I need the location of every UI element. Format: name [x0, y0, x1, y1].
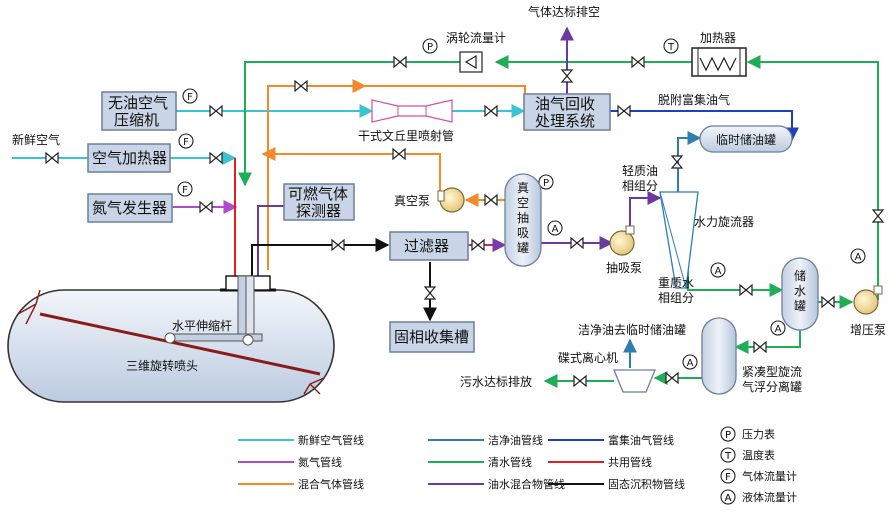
legend-symbol-label: 压力表 [742, 427, 775, 441]
suction-pump-label: 抽吸泵 [606, 261, 642, 275]
venturi-label: 干式文丘里喷射管 [358, 128, 454, 143]
crude-oil-tank [7, 275, 335, 403]
vapor-recovery-label-1: 油气回收 [535, 95, 595, 113]
svg-text:A: A [552, 224, 559, 235]
hydrocyclone-label: 水力旋流器 [694, 215, 754, 229]
gas-detector-label-2: 探测器 [296, 202, 341, 220]
legend-line-label: 混合气体管线 [298, 477, 364, 491]
desorbed-rich-gas-label: 脱附富集油气 [658, 92, 730, 107]
vacuum-pump-icon [437, 187, 465, 213]
turbine-meter-label: 涡轮流量计 [446, 31, 506, 45]
svg-text:A: A [687, 358, 694, 369]
heater-label: 加热器 [700, 31, 736, 45]
water-tank-label: 储水罐 [794, 268, 806, 313]
svg-text:P: P [427, 42, 433, 53]
legend-line-label: 共用管线 [608, 455, 652, 469]
filter-label: 过滤器 [404, 237, 449, 255]
nitrogen-generator-label: 氮气发生器 [92, 199, 167, 217]
svg-text:储: 储 [794, 268, 806, 283]
legend-line-label: 洁净油管线 [488, 433, 543, 447]
nitrogen-generator-box [87, 193, 173, 223]
legend-symbol-icon [720, 447, 736, 463]
svg-text:P: P [543, 178, 549, 189]
venturi-icon [371, 99, 453, 123]
legend-line-label: 固态沉积物管线 [608, 477, 685, 491]
legend-symbol-icon [720, 426, 736, 442]
compressor-box [101, 91, 177, 131]
legend-symbol-letter: T [724, 451, 732, 462]
legend-line-label: 清水管线 [488, 455, 532, 469]
svg-text:罐: 罐 [517, 241, 529, 255]
svg-text:A: A [775, 324, 782, 335]
svg-text:真: 真 [517, 181, 529, 195]
boost-pump-icon [853, 285, 883, 315]
filter-box [389, 231, 469, 261]
legend-symbol-label: 气体流量计 [742, 469, 797, 483]
light-oil-label-2: 相组分 [622, 179, 658, 193]
compressor-label-2: 压缩机 [114, 111, 159, 129]
symbol-legend: P 压力表 T 温度表 F 气体流量计 A 液体流量计 [720, 426, 797, 505]
legend-symbol-letter: P [725, 430, 731, 441]
vapor-recovery-label-2: 处理系统 [535, 112, 595, 130]
air-heater-box [87, 143, 171, 173]
compact-separator-label-1: 紧凑型旋流 [742, 365, 802, 379]
compact-separator-label-2: 气浮分离罐 [742, 379, 802, 394]
solid-tank-label: 固相收集槽 [394, 328, 469, 346]
instruments: F F F P T P A A A A A [177, 38, 866, 370]
svg-text:F: F [182, 185, 188, 196]
telescopic-rod-label: 水平伸缩杆 [172, 318, 232, 333]
disc-centrifuge-icon [613, 369, 656, 393]
legend-symbol-icon [720, 489, 736, 505]
gas-detector-box [283, 183, 355, 221]
hydrocyclone-icon [659, 191, 699, 289]
svg-text:空: 空 [517, 196, 529, 210]
heavy-water-label-1: 重质水 [658, 276, 694, 290]
vapor-recovery-box [523, 93, 611, 131]
clean-oil-label: 洁净油去临时储油罐 [578, 322, 686, 337]
legend-line-label: 氮气管线 [298, 455, 342, 469]
legend-line-label: 新鲜空气管线 [298, 433, 364, 447]
boost-pump-label: 增压泵 [850, 323, 886, 337]
temp-oil-tank-label: 临时储油罐 [716, 132, 776, 147]
svg-text:吸: 吸 [517, 226, 529, 240]
svg-text:T: T [667, 42, 675, 53]
svg-text:A: A [715, 266, 722, 277]
disc-centrifuge-label: 碟式离心机 [558, 350, 618, 365]
vacuum-pump-label: 真空泵 [394, 194, 430, 208]
solid-tank-box [389, 321, 475, 353]
sewage-label: 污水达标排放 [460, 374, 532, 389]
heavy-water-label-2: 相组分 [658, 291, 694, 305]
svg-text:水: 水 [794, 284, 806, 298]
air-heater-label: 空气加热器 [92, 149, 167, 167]
turbine-meter-icon [459, 51, 483, 73]
legend-symbol-letter: F [725, 472, 731, 483]
legend-symbol-letter: A [725, 493, 732, 504]
svg-text:抽: 抽 [517, 211, 529, 225]
heater-icon [691, 47, 747, 77]
fresh-air-label: 新鲜空气 [12, 132, 60, 147]
gas-vent-label: 气体达标排空 [528, 4, 600, 19]
legend-line-label: 富集油气管线 [608, 433, 674, 447]
compressor-label-1: 无油空气 [108, 94, 168, 112]
nozzle-label: 三维旋转喷头 [126, 358, 198, 373]
legend-symbol-label: 液体流量计 [742, 490, 797, 504]
water-tank [781, 257, 819, 331]
gas-detector-label-1: 可燃气体 [288, 185, 348, 203]
vacuum-tank [504, 173, 542, 267]
temp-oil-tank [699, 125, 793, 153]
legend-symbol-icon [720, 468, 736, 484]
svg-text:F: F [187, 92, 193, 103]
svg-text:罐: 罐 [794, 299, 806, 313]
suction-pump-icon [609, 225, 635, 256]
valves [45, 55, 885, 388]
svg-text:A: A [855, 252, 862, 263]
legend-line-label: 油水混合物管线 [488, 477, 565, 491]
light-oil-label-1: 轻质油 [622, 164, 658, 178]
legend-symbol-label: 温度表 [742, 448, 775, 462]
svg-text:F: F [183, 137, 189, 148]
compact-separator [701, 317, 737, 395]
